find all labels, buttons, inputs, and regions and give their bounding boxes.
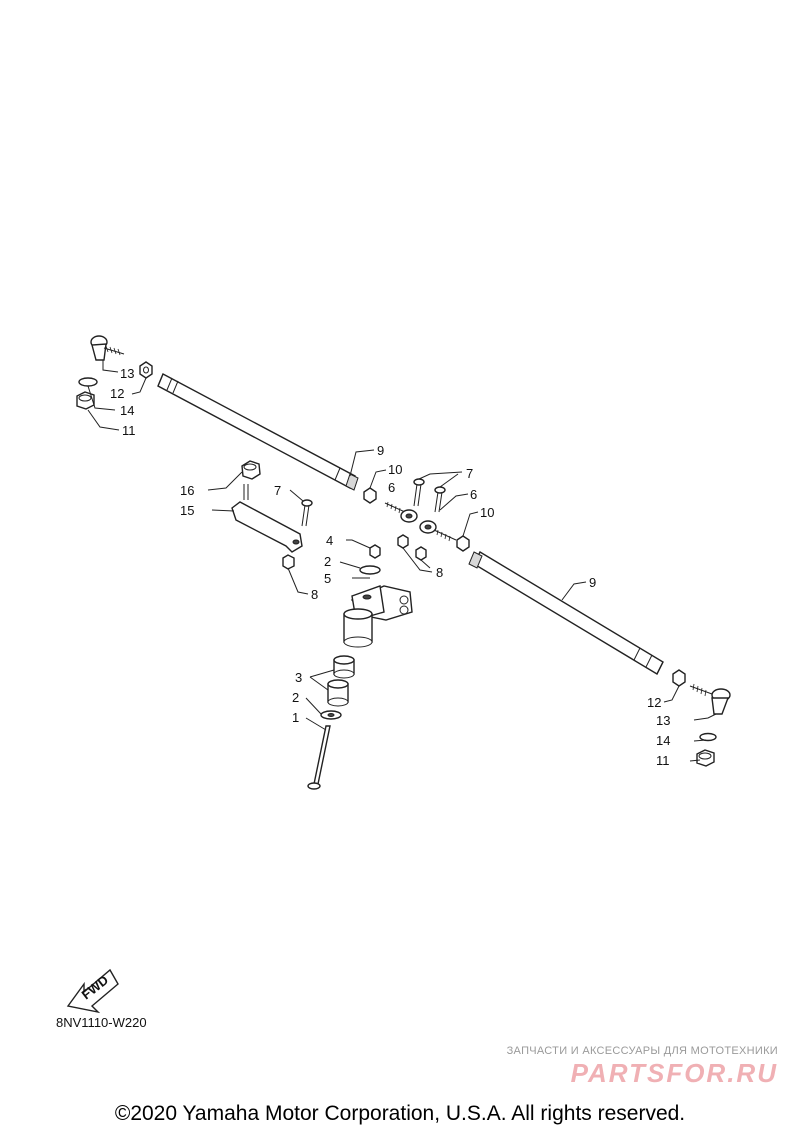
- callout-9-right: 9: [589, 575, 596, 590]
- left-tie-rod-end: [90, 335, 125, 361]
- callout-labels: 13 12 14 11 9 10 6 7 6 10 8 16 15 7 8 4 …: [110, 366, 670, 768]
- fwd-arrow-icon: FWD: [66, 968, 119, 1014]
- center-nut-left: [397, 534, 409, 549]
- callout-4: 4: [326, 533, 333, 548]
- steering-bracket: [343, 585, 413, 648]
- callout-13-left: 13: [120, 366, 134, 381]
- callout-6-right: 6: [470, 487, 477, 502]
- pivot-bolt: [307, 725, 331, 790]
- right-tie-rod-end-assembly: [663, 669, 731, 767]
- link-bolt: [301, 499, 313, 527]
- callout-11-left: 11: [122, 423, 136, 438]
- callout-2-upper: 2: [324, 554, 331, 569]
- pivot-hardware: [305, 655, 355, 790]
- copyright-notice: ©2020 Yamaha Motor Corporation, U.S.A. A…: [114, 1102, 686, 1125]
- callout-5: 5: [324, 571, 331, 586]
- left-washer: [78, 377, 98, 387]
- callout-12-right: 12: [647, 695, 661, 710]
- callout-12-left: 12: [110, 386, 124, 401]
- callout-14-right: 14: [656, 733, 670, 748]
- right-castle-nut: [696, 749, 715, 767]
- callout-16: 16: [180, 483, 194, 498]
- left-tie-rod-end-assembly: [76, 335, 153, 431]
- callout-13-right: 13: [656, 713, 670, 728]
- center-right-rod-end: [419, 520, 437, 534]
- center-left-locknut: [363, 487, 377, 504]
- center-bolt-left: [413, 478, 425, 507]
- center-bolt-right: [434, 486, 446, 513]
- callout-10-left: 10: [388, 462, 402, 477]
- callout-7-center: 7: [466, 466, 473, 481]
- right-tie-rod-end: [689, 683, 731, 715]
- left-castle-nut: [76, 391, 95, 410]
- watermark-tagline: ЗАПЧАСТИ И АКСЕССУАРЫ ДЛЯ МОТОТЕХНИКИ: [506, 1045, 778, 1057]
- callout-10-right: 10: [480, 505, 494, 520]
- relay-link-assembly: [207, 460, 313, 595]
- bushing-lower: [327, 679, 349, 707]
- right-tie-rod: [468, 551, 664, 675]
- right-washer: [699, 732, 717, 742]
- callout-8-link: 8: [311, 587, 318, 602]
- callout-9-left: 9: [377, 443, 384, 458]
- steering-bracket-assembly: [339, 539, 413, 648]
- callout-7-link: 7: [274, 483, 281, 498]
- center-nut-right: [415, 546, 427, 561]
- bracket-nut-4: [369, 544, 381, 559]
- watermark-logo: PARTSFOR.RU: [570, 1058, 778, 1088]
- callout-11-right: 11: [656, 753, 670, 768]
- relay-link-arm: [231, 501, 303, 553]
- right-locknut: [672, 669, 686, 687]
- callout-8-center: 8: [436, 565, 443, 580]
- callout-14-left: 14: [120, 403, 134, 418]
- callout-3: 3: [295, 670, 302, 685]
- link-nut-8: [282, 554, 295, 570]
- left-tie-rod: [157, 373, 375, 491]
- callout-15: 15: [180, 503, 194, 518]
- callout-6-left: 6: [388, 480, 395, 495]
- left-locknut: [139, 361, 153, 379]
- link-nut-16: [241, 460, 261, 480]
- bushing-upper: [333, 655, 355, 679]
- bracket-washer-upper: [359, 565, 381, 575]
- diagram-code: 8NV1110-W220: [56, 1015, 147, 1030]
- callout-2-lower: 2: [292, 690, 299, 705]
- center-left-rod-end: [400, 509, 418, 523]
- callout-1: 1: [292, 710, 299, 725]
- center-right-locknut: [456, 535, 470, 552]
- center-rod-end-cluster: [363, 469, 479, 573]
